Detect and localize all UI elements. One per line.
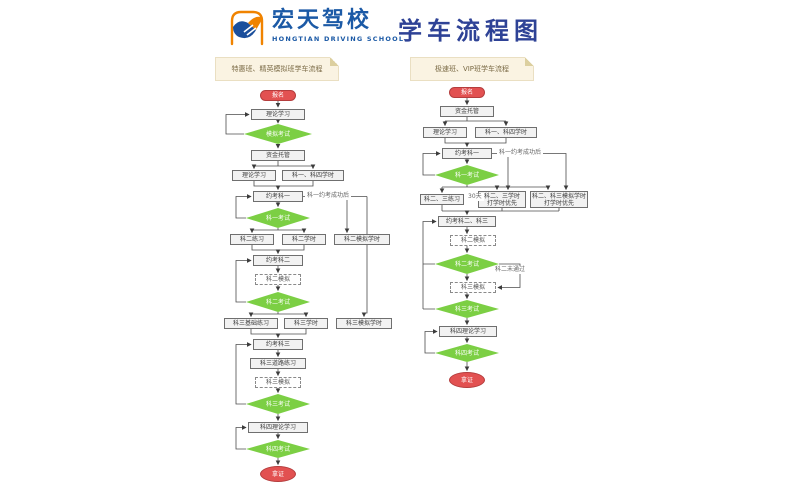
flow-node-book-s1: 约考科一 bbox=[253, 191, 303, 202]
flow-node-s2-mock-hours: 科二模拟学时 bbox=[334, 234, 390, 245]
flow-node-s23-practice: 科二、三练习 bbox=[420, 194, 464, 205]
flow-node-book-s2: 约考科二 bbox=[253, 255, 303, 266]
flow-node-book-s23: 约考科二、科三 bbox=[438, 216, 496, 227]
flow-node-s3-mock: 科三模拟 bbox=[255, 377, 301, 388]
flow-node-s2-practice: 科二练习 bbox=[230, 234, 274, 245]
page-title: 学车流程图 bbox=[398, 17, 543, 45]
flow-node-s14-hours: 科一、科四学时 bbox=[475, 127, 537, 138]
label-s1-booked: 科一约考成功后 bbox=[305, 192, 352, 200]
label-s1-booked: 科一约考成功后 bbox=[497, 149, 544, 157]
flow-node-s3-road: 科三道路练习 bbox=[250, 358, 306, 369]
flow-node-s3-mock: 科三模拟 bbox=[450, 282, 496, 293]
flow-node-end: 拿证 bbox=[449, 372, 485, 388]
flow-node-s3-mock-hours: 科三模拟学时 bbox=[336, 318, 392, 329]
flow-node-escrow: 资金托管 bbox=[440, 106, 494, 117]
flow-node-s2-hours: 科二学时 bbox=[282, 234, 326, 245]
flow-node-s1-exam: 科一考试 bbox=[435, 165, 499, 185]
flow-node-book-s3: 约考科三 bbox=[253, 339, 303, 350]
school-logo-icon bbox=[230, 10, 264, 46]
flow-node-s2-mock: 科二模拟 bbox=[450, 235, 496, 246]
left-chart-header: 特惠班、精英模拟班学车流程 bbox=[215, 57, 339, 81]
flow-node-book-s1: 约考科一 bbox=[442, 148, 492, 159]
flow-node-s23-mock-hours-line1: 科二、科三模拟学时 bbox=[531, 192, 586, 200]
flow-node-theory: 理论学习 bbox=[251, 109, 305, 120]
label-s2-fail: 科二未通过 bbox=[493, 266, 528, 274]
flow-node-s3-exam: 科三考试 bbox=[246, 394, 310, 414]
flow-node-theory: 理论学习 bbox=[423, 127, 467, 138]
flow-node-mock-exam: 模拟考试 bbox=[244, 124, 312, 144]
flow-node-s23-hours: 科二、三学时 打学时优先 bbox=[478, 191, 526, 208]
flow-node-s23-hours-line1: 科二、三学时 bbox=[483, 192, 520, 200]
flow-node-s2-mock: 科二模拟 bbox=[255, 274, 301, 285]
flow-node-s4-theory: 科四理论学习 bbox=[248, 422, 308, 433]
flow-node-s3-hours: 科三学时 bbox=[284, 318, 328, 329]
flow-node-s23-mock-hours-line2: 打学时优先 bbox=[543, 199, 574, 207]
flow-node-s1-exam: 科一考试 bbox=[246, 208, 310, 228]
flow-node-s2-exam: 科二考试 bbox=[435, 254, 499, 274]
flow-node-s4-theory: 科四理论学习 bbox=[439, 326, 497, 337]
flow-node-theory2: 理论学习 bbox=[232, 170, 276, 181]
flow-node-start: 报名 bbox=[260, 90, 296, 101]
school-name: 宏天驾校 HONGTIAN DRIVING SCHOOL bbox=[272, 8, 405, 44]
flow-node-end: 拿证 bbox=[260, 466, 296, 482]
flow-node-s2-exam: 科二考试 bbox=[246, 292, 310, 312]
school-logo: 宏天驾校 HONGTIAN DRIVING SCHOOL bbox=[228, 5, 404, 47]
flow-node-s23-mock-hours: 科二、科三模拟学时 打学时优先 bbox=[530, 191, 588, 208]
label-30-days: 30天 bbox=[466, 193, 484, 201]
flow-node-s3-exam: 科三考试 bbox=[435, 300, 499, 318]
right-chart-header: 极速班、VIP班学车流程 bbox=[410, 57, 534, 81]
flow-node-escrow: 资金托管 bbox=[251, 150, 305, 161]
flow-node-s14-hours: 科一、科四学时 bbox=[282, 170, 344, 181]
flow-node-s4-exam: 科四考试 bbox=[246, 440, 310, 458]
school-name-cn: 宏天驾校 bbox=[272, 8, 373, 33]
school-name-en: HONGTIAN DRIVING SCHOOL bbox=[272, 35, 405, 43]
flow-node-s3-basic: 科三基础练习 bbox=[224, 318, 278, 329]
flow-node-s23-hours-line2: 打学时优先 bbox=[486, 199, 517, 207]
flow-node-start: 报名 bbox=[449, 87, 485, 98]
flow-node-s4-exam: 科四考试 bbox=[435, 344, 499, 362]
